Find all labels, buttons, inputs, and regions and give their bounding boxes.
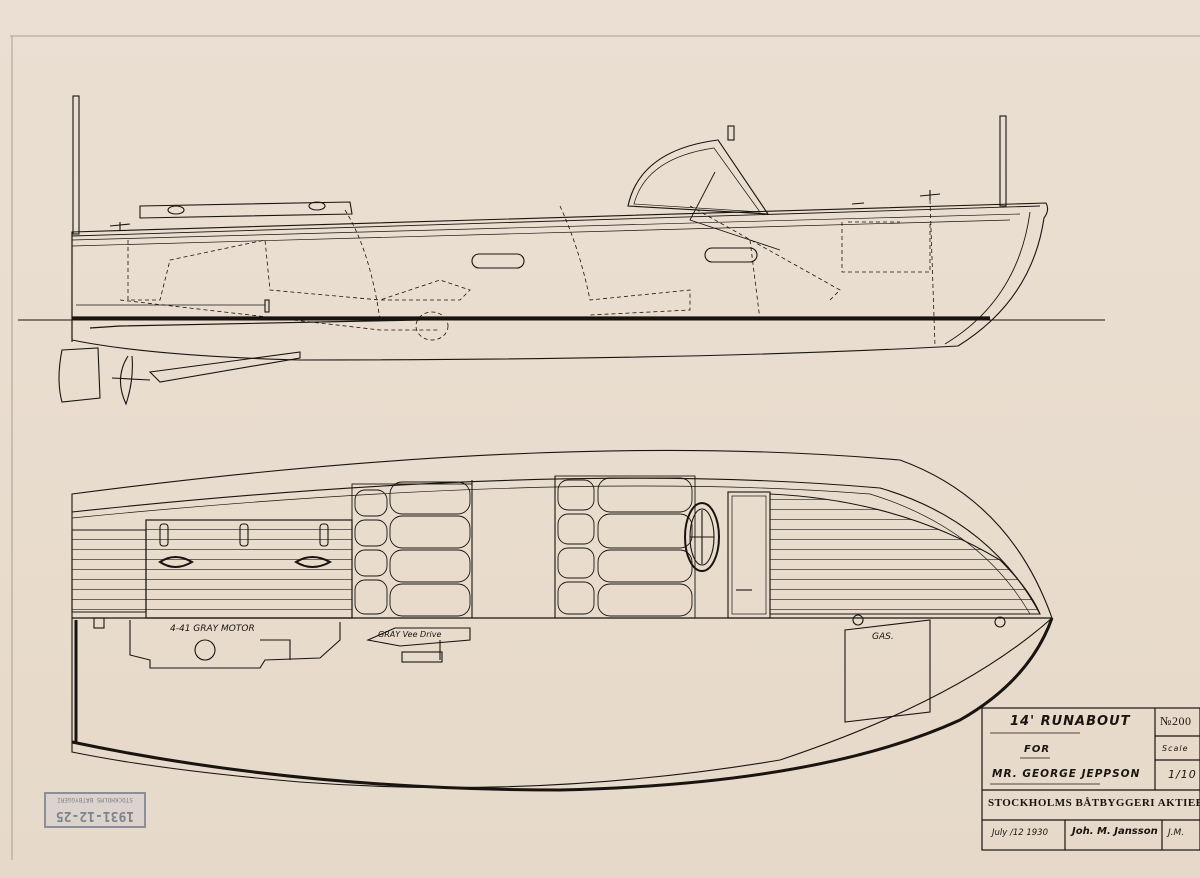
motor-drawing: [129, 620, 341, 669]
scale-label: Scale: [1162, 744, 1189, 753]
keel-line: [71, 617, 1054, 792]
title-block-client: MR. GEORGE JEPPSON: [992, 768, 1141, 780]
drawing-date: July /12 1930: [992, 828, 1049, 838]
vee-drive-label: GRAY Vee Drive: [378, 630, 442, 639]
title-block-title: 14' RUNABOUT: [1010, 714, 1131, 729]
side-profile: [18, 95, 1105, 406]
steering-wheel: [684, 502, 720, 572]
title-block-frame: [981, 707, 1200, 851]
title-block-for: FOR: [1024, 744, 1051, 755]
propeller: [119, 355, 133, 406]
windshield: [627, 139, 770, 215]
fwd-seat-cushions: [554, 475, 696, 619]
scale-value: 1/10: [1168, 768, 1197, 781]
aft-deck: [145, 519, 353, 619]
plan-view: [71, 449, 1054, 792]
motor-label: 4-41 GRAY MOTOR: [170, 624, 255, 634]
drawing-number: №200: [1160, 714, 1192, 728]
aft-seat-cushions: [351, 481, 473, 619]
builder-name: STOCKHOLMS BÅTBYGGERI AKTIEBOLAG: [988, 797, 1200, 809]
bow-flagstaff: [999, 115, 1007, 207]
stern-flagstaff: [72, 95, 80, 235]
plan-hull-outline: [71, 449, 1053, 789]
vee-drive-drawing: [366, 627, 471, 663]
hull-outline: [71, 202, 1049, 361]
fwd-hatch: [727, 491, 771, 619]
gas-tank: [844, 619, 931, 723]
archive-stamp: STOCKHOLMS BÅTBYGGERI 1931-12-25: [44, 792, 146, 828]
stamp-line2: 1931-12-25: [55, 808, 135, 823]
gas-label: GAS.: [872, 632, 894, 642]
signature: Joh. M. Jansson: [1072, 826, 1158, 837]
fore-deck: [769, 493, 1041, 615]
rudder: [58, 347, 101, 403]
initials: J.M.: [1168, 828, 1185, 838]
stamp-line1: STOCKHOLMS BÅTBYGGERI: [57, 796, 133, 803]
